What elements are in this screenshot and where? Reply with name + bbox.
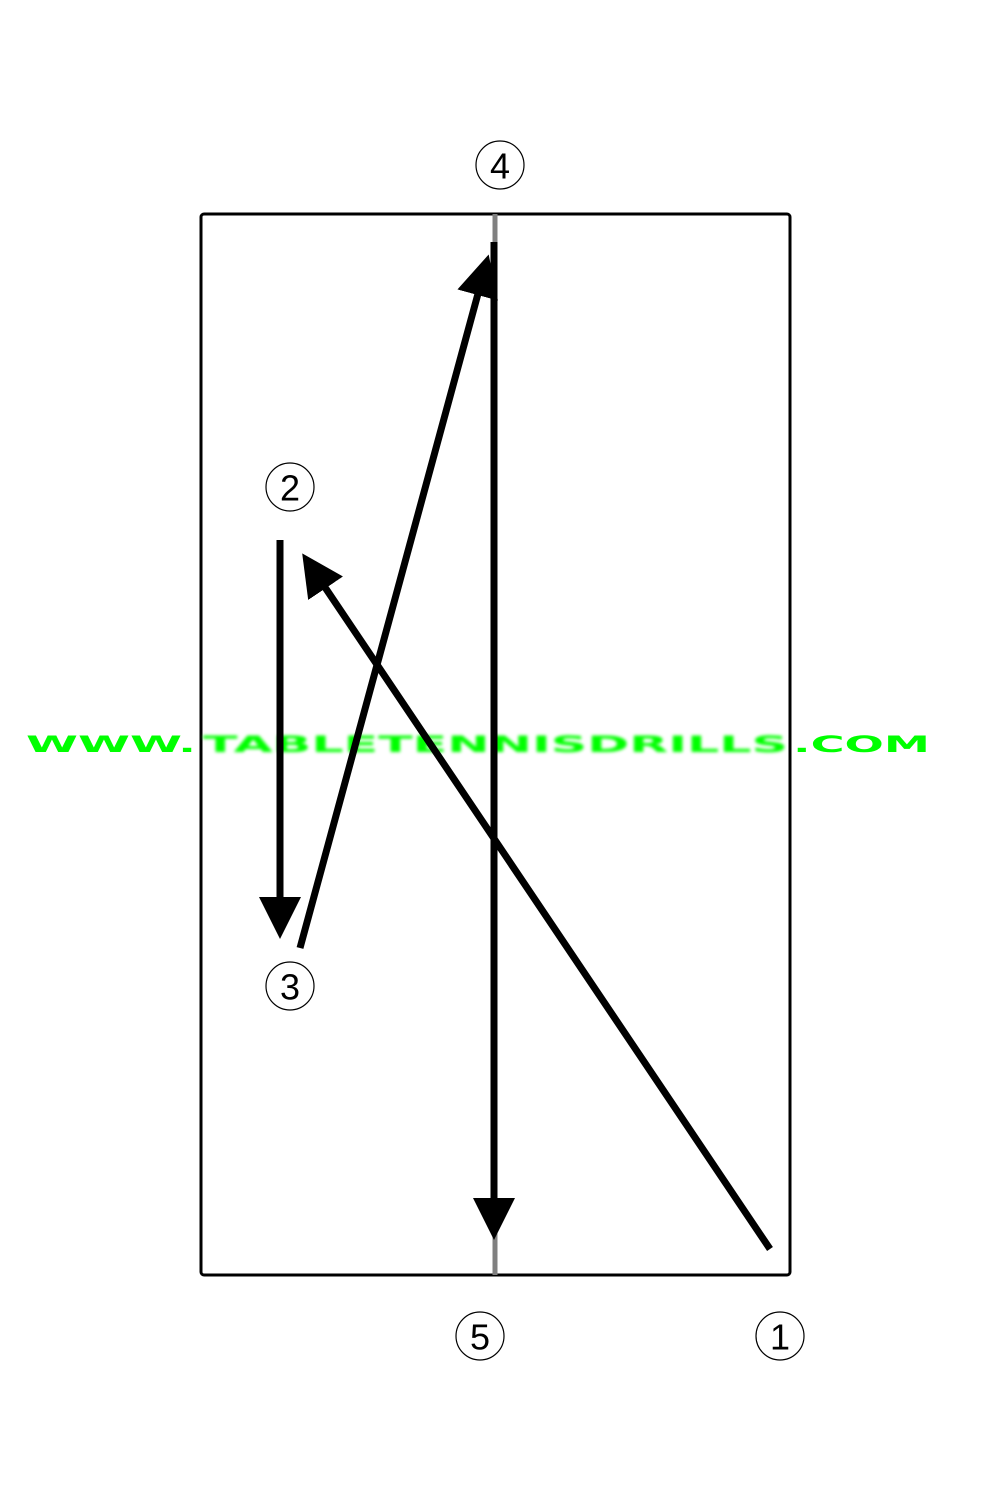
- position-label: 5: [470, 1317, 490, 1358]
- position-label: 2: [280, 468, 300, 509]
- position-label: 1: [770, 1317, 790, 1358]
- watermark-www: WWW.: [26, 733, 196, 758]
- shot-arrow-3-to-4: [296, 254, 498, 949]
- shot-arrow-1-to-2: [302, 553, 773, 1251]
- position-5: 5: [455, 1311, 505, 1361]
- position-1: 1: [755, 1311, 805, 1361]
- position-label: 3: [280, 967, 300, 1008]
- position-4: 4: [475, 140, 525, 190]
- position-label: 4: [490, 146, 510, 187]
- position-2: 2: [265, 462, 315, 512]
- watermark: WWW. TABLETENNISDRILLS .COM: [26, 733, 930, 758]
- position-3: 3: [265, 961, 315, 1011]
- watermark-tld: .COM: [793, 733, 930, 758]
